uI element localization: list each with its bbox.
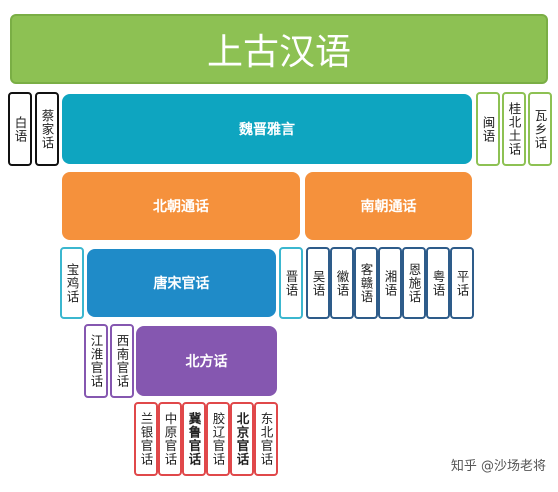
tile-baiyu: 白语 [8, 92, 32, 166]
bar-nanchao-tonghua: 南朝通话 [305, 172, 472, 240]
tile-kegan-yu: 客赣语 [354, 247, 378, 319]
bar-tangsong-guanhua: 唐宋官话 [87, 249, 276, 317]
tile-jiaoliao-guanhua: 胶辽官话 [206, 402, 230, 476]
tile-enshihua: 恩施话 [402, 247, 426, 319]
tile-beijing-guanhua: 北京官话 [230, 402, 254, 476]
tile-jinyu: 晋语 [279, 247, 303, 319]
tile-zhongyuan-guanhua: 中原官话 [158, 402, 182, 476]
tile-xiangyu: 湘语 [378, 247, 402, 319]
tile-waxianghua: 瓦乡话 [528, 92, 552, 166]
tile-minyu: 闽语 [476, 92, 500, 166]
watermark-zhihu: 知乎 @沙场老将 [450, 459, 546, 474]
tile-huiyu: 徽语 [330, 247, 354, 319]
tile-xinan-guanhua: 西南官话 [110, 324, 134, 398]
tile-jianghuai-guanhua: 江淮官话 [84, 324, 108, 398]
tile-dongbei-guanhua: 东北官话 [254, 402, 278, 476]
tile-pinghua: 平话 [450, 247, 474, 319]
bar-weijin-yayan: 魏晋雅言 [62, 94, 472, 164]
tile-wuyu: 吴语 [306, 247, 330, 319]
bar-beifanghua: 北方话 [136, 326, 277, 396]
tile-lanyin-guanhua: 兰银官话 [134, 402, 158, 476]
tile-yueyu: 粤语 [426, 247, 450, 319]
root-shanggu-hanyu: 上古汉语 [10, 14, 548, 84]
tile-baojihua: 宝鸡话 [60, 247, 84, 319]
tile-caijiahua: 蔡家话 [35, 92, 59, 166]
tile-guibei-tuhua: 桂北土话 [502, 92, 526, 166]
tile-jilu-guanhua: 冀鲁官话 [182, 402, 206, 476]
bar-beichao-tonghua: 北朝通话 [62, 172, 300, 240]
